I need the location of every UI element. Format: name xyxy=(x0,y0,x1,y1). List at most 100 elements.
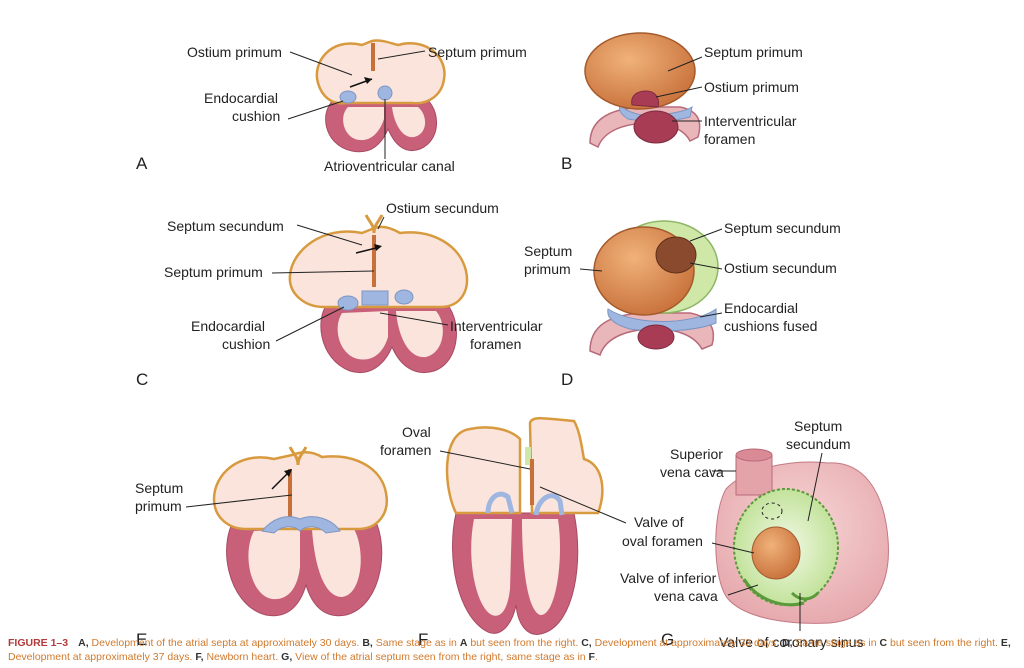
endocardial-cushion-c-left xyxy=(337,295,359,311)
caption-d-text: Same stage as in xyxy=(792,637,880,649)
caption-g-text: View of the atrial septum seen from the … xyxy=(292,651,589,663)
caption-g-ref: F xyxy=(588,651,595,663)
endocardial-cushion-a-right xyxy=(377,85,393,101)
interventricular-foramen-d xyxy=(637,324,675,350)
label-d-septum-secundum: Septum secundum xyxy=(724,220,841,236)
ostium-secundum-d xyxy=(655,236,697,274)
septum-secundum-e xyxy=(288,446,308,466)
caption-c-letter: C, xyxy=(581,637,592,649)
panel-e: Septum primum E xyxy=(135,446,389,649)
septum-secundum-c xyxy=(364,214,384,234)
panel-letter-g: G xyxy=(661,630,674,649)
caption-b-letter: B, xyxy=(362,637,373,649)
caption-e-letter: E, xyxy=(1000,637,1011,649)
atria-a xyxy=(315,39,446,105)
label-d-septum-primum-line1: Septum xyxy=(524,243,572,259)
label-f-valve-oval-line2: oval foramen xyxy=(622,533,703,549)
label-c-endocardial-cushion-line2: cushion xyxy=(222,336,270,352)
interventricular-foramen-b xyxy=(633,110,679,144)
label-c-interventricular-line2: foramen xyxy=(470,336,521,352)
label-b-interventricular-line2: foramen xyxy=(704,131,755,147)
caption-d-letter: D, xyxy=(782,637,793,649)
caption-g-letter: G, xyxy=(281,651,293,663)
panel-letter-f: F xyxy=(418,630,428,649)
caption-f-text: Newborn heart. xyxy=(203,651,282,663)
ventricle-c-lumen xyxy=(337,311,443,360)
panel-c: Ostium secundum Septum secundum Septum p… xyxy=(136,200,543,389)
caption-g-end: . xyxy=(594,651,598,663)
caption-a-letter: A, xyxy=(78,637,89,649)
label-d-cushions-fused-line2: cushions fused xyxy=(724,318,817,334)
label-b-interventricular-line1: Interventricular xyxy=(704,113,797,129)
panel-letter-a: A xyxy=(136,154,148,173)
caption-c-text: Development at approximately 33 days. xyxy=(591,637,782,649)
ventricle-e-lumen xyxy=(248,529,361,600)
panel-b: Septum primum Ostium primum Interventric… xyxy=(561,32,803,173)
caption-d-text2: but seen from the right. xyxy=(887,637,1001,649)
panel-f: Oval foramen Valve of oval foramen F xyxy=(380,417,703,649)
panel-letter-e: E xyxy=(136,630,147,649)
atria-e xyxy=(212,451,389,531)
valve-inferior-vena-cava-g xyxy=(742,578,805,607)
panel-letter-d: D xyxy=(561,370,573,389)
label-d-septum-primum-line2: primum xyxy=(524,261,571,277)
label-a-endocardial-cushion-line1: Endocardial xyxy=(204,90,278,106)
valve-coronary-sinus-g xyxy=(790,591,820,601)
label-f-valve-oval-line1: Valve of xyxy=(634,514,684,530)
label-a-ostium-primum: Ostium primum xyxy=(187,44,282,60)
caption-e-text: Development at approximately 37 days. xyxy=(8,651,196,663)
endocardial-cushions-e xyxy=(261,516,341,534)
label-g-septum-secundum-line2: secundum xyxy=(786,436,851,452)
atria-c xyxy=(288,225,469,309)
endocardial-cushion-c-right xyxy=(394,289,414,305)
label-e-septum-primum-line1: Septum xyxy=(135,480,183,496)
panel-letter-c: C xyxy=(136,370,148,389)
caption-a-text: Development of the atrial septa at appro… xyxy=(88,637,363,649)
panel-letter-b: B xyxy=(561,154,572,173)
label-g-valve-inferior-line2: vena cava xyxy=(654,588,718,604)
label-a-endocardial-cushion-line2: cushion xyxy=(232,108,280,124)
label-b-ostium-primum: Ostium primum xyxy=(704,79,799,95)
caption-d-ref: C xyxy=(879,637,888,649)
label-c-ostium-secundum: Ostium secundum xyxy=(386,200,499,216)
label-g-septum-secundum-line1: Septum xyxy=(794,418,842,434)
panel-g: Superior vena cava Septum secundum Valve… xyxy=(620,418,889,650)
label-g-superior-vena-cava-line2: vena cava xyxy=(660,464,724,480)
panel-d: Septum primum Septum secundum Ostium sec… xyxy=(524,220,841,389)
label-g-superior-vena-cava-line1: Superior xyxy=(670,446,723,462)
label-a-atrioventricular-canal: Atrioventricular canal xyxy=(324,158,455,174)
limbus-g xyxy=(761,502,783,520)
superior-vena-cava-opening-g xyxy=(735,448,773,462)
label-c-septum-secundum: Septum secundum xyxy=(167,218,284,234)
figure-label: FIGURE 1–3 xyxy=(8,637,69,649)
caption-f-letter: F, xyxy=(195,651,204,663)
label-c-septum-primum: Septum primum xyxy=(164,264,263,280)
label-f-oval-foramen-line2: foramen xyxy=(380,442,431,458)
valves-f-left xyxy=(485,491,515,514)
endocardial-cushion-c-mid xyxy=(361,290,389,306)
figure-caption: FIGURE 1–3 A, Development of the atrial s… xyxy=(8,636,1013,664)
endocardial-cushion-a-left xyxy=(339,90,357,104)
atria-f xyxy=(445,417,604,515)
label-a-septum-primum: Septum primum xyxy=(428,44,527,60)
caption-b-text: Same stage as in xyxy=(372,637,460,649)
label-g-valve-inferior-line1: Valve of inferior xyxy=(620,570,717,586)
ventricle-a-lumen xyxy=(343,107,426,141)
label-g-valve-coronary-sinus: Valve of coronary sinus xyxy=(719,634,863,650)
label-b-septum-primum: Septum primum xyxy=(704,44,803,60)
label-d-ostium-secundum: Ostium secundum xyxy=(724,260,837,276)
panel-a: Ostium primum Septum primum Endocardial … xyxy=(136,39,527,174)
label-c-endocardial-cushion-line1: Endocardial xyxy=(191,318,265,334)
caption-b-text2: but seen from the right. xyxy=(467,637,582,649)
cushions-fused-d xyxy=(607,308,717,332)
valve-oval-foramen-g xyxy=(751,526,801,580)
caption-b-ref: A xyxy=(459,637,468,649)
label-d-cushions-fused-line1: Endocardial xyxy=(724,300,798,316)
label-e-septum-primum-line2: primum xyxy=(135,498,182,514)
label-f-oval-foramen-line1: Oval xyxy=(402,424,431,440)
ostium-primum-b xyxy=(631,90,659,108)
valves-f-right xyxy=(533,493,565,516)
label-c-interventricular-line1: Interventricular xyxy=(450,318,543,334)
septum-primum-b xyxy=(584,32,696,110)
